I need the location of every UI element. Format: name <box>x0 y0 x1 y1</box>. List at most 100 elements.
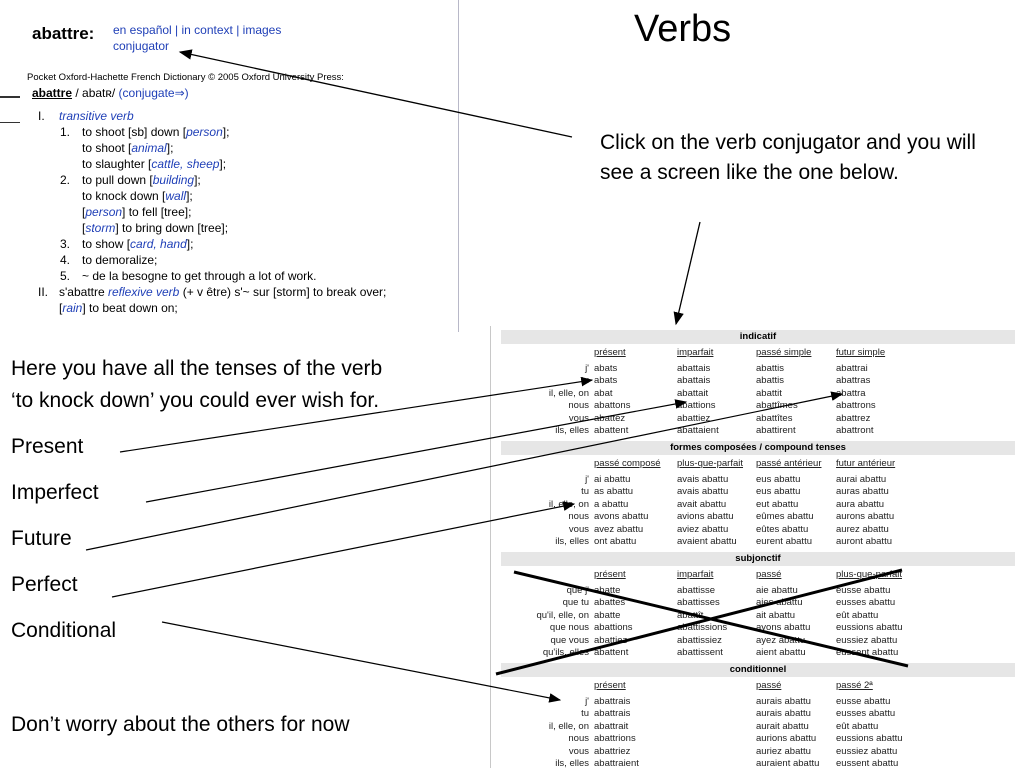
tense-column-header: présent <box>594 680 626 691</box>
conjugation-cell: abattes <box>594 597 626 609</box>
pronoun-cell: tu <box>581 486 589 498</box>
entry-word: abattre <box>32 86 73 100</box>
note-imperfect: Imperfect <box>11 481 99 504</box>
conjugation-cell: eusses abattu <box>836 708 896 720</box>
conjugation-cell: abats <box>594 375 618 387</box>
pronoun-cell: nous <box>568 400 589 412</box>
conjugate-link[interactable]: (conjugate⇒) <box>118 86 189 100</box>
tense-column-header: imparfait <box>677 347 714 358</box>
conjugation-cell: auras abattu <box>836 486 889 498</box>
sense-number: 2. <box>60 173 71 187</box>
sense-number: II. <box>38 285 49 299</box>
conjugation-cell: eût abattu <box>836 720 879 732</box>
conjugation-cell: auriez abattu <box>756 745 811 757</box>
sense-italic: person <box>186 125 223 139</box>
conjugation-cell: eûmes abattu <box>756 511 814 523</box>
sense-number: 5. <box>60 269 71 283</box>
sense-number: 1. <box>60 125 71 139</box>
pronoun-cell: vous <box>568 412 589 424</box>
conjugation-cell: eusse abattu <box>836 585 891 596</box>
conjugation-cell: eussions abattu <box>836 733 903 745</box>
conjugation-cell: abattrait <box>594 720 629 732</box>
pronoun-cell: nous <box>568 511 589 523</box>
sense-italic: rain <box>62 301 83 315</box>
sense-line: [storm] to bring down [tree]; <box>38 220 386 236</box>
subjunctive-cross-b <box>495 568 903 676</box>
conjugation-cell: abattrai <box>836 363 868 374</box>
sense-italic: building <box>152 173 195 187</box>
conjugation-cell: eûtes abattu <box>756 523 809 535</box>
conjugation-cell: abattraient <box>594 758 639 768</box>
conjugation-cell: abattrions <box>594 733 636 745</box>
sense-line: I.transitive verb <box>38 108 386 124</box>
sense-line: 1. to shoot [sb] down [person]; <box>38 124 386 140</box>
conjugation-cell: aurais abattu <box>756 696 811 707</box>
sense-text: [ <box>82 205 86 219</box>
sense-italic: card, hand <box>130 237 187 251</box>
conjugation-cell: avait abattu <box>677 498 727 510</box>
conjugation-cell: abattront <box>836 425 874 436</box>
conjugation-cell: abattîtes <box>756 412 793 424</box>
conjugation-cell: aurions abattu <box>756 733 817 745</box>
sense-number: I. <box>38 109 45 123</box>
conjugator-note: Click on the verb conjugator and you wil… <box>600 131 976 184</box>
conjugation-cell: abattis <box>756 375 784 387</box>
conjugation-cell: abattrais <box>594 696 631 707</box>
arrow-to-conjugator <box>178 49 573 138</box>
sense-end: ] to bring down [tree]; <box>115 221 229 235</box>
note-perfect: Perfect <box>11 573 78 596</box>
conjugation-cell: abattais <box>677 375 711 387</box>
tense-column-header: passé 2ª <box>836 680 873 691</box>
conjugation-cell: eut abattu <box>756 498 799 510</box>
conjugation-cell: abattiez <box>677 412 711 424</box>
sense-text: [ <box>82 221 86 235</box>
pronoun-cell: il, elle, on <box>548 720 589 732</box>
sense-number: 3. <box>60 237 71 251</box>
sense-italic: storm <box>85 221 116 235</box>
conjugation-cell: abatte <box>594 609 621 621</box>
sense-end: ]; <box>222 125 230 139</box>
conjugation-cell: eût abattu <box>836 609 879 621</box>
sense-text: to pull down [ <box>82 173 153 187</box>
note-line-2: ‘to knock down’ you could ever wish for. <box>11 389 380 412</box>
pronoun-cell: que nous <box>549 622 589 634</box>
conjugation-cell: abattra <box>836 387 866 399</box>
conjugation-cell: eussent abattu <box>836 647 899 658</box>
tense-column-header: présent <box>594 347 626 358</box>
sense-text: to slaughter [ <box>82 157 152 171</box>
conjugation-cell: a abattu <box>594 498 629 510</box>
pronoun-cell: ils, elles <box>555 758 589 768</box>
sense-italic: reflexive verb <box>107 285 180 299</box>
sense-end: (+ v être) s'~ sur [storm] to break over… <box>179 285 387 299</box>
tense-group-header: conditionnel <box>501 663 1015 677</box>
conjugation-cell: abattit <box>756 387 782 399</box>
sense-end: ]; <box>194 173 201 187</box>
language-links[interactable]: en español | in context | images <box>113 23 282 37</box>
sense-text: to show [ <box>82 237 131 251</box>
conjugation-cell: avaient abattu <box>677 536 737 547</box>
conjugation-cell: abattaient <box>677 425 719 436</box>
sense-text: to shoot [sb] down [ <box>82 125 187 139</box>
tense-group-header: indicatif <box>501 330 1015 344</box>
conjugation-cell: abattissiez <box>677 634 722 646</box>
pronoun-cell: j' <box>585 696 589 707</box>
slide-title: Verbs <box>634 8 732 50</box>
conjugator-link[interactable]: conjugator <box>113 39 170 53</box>
tense-column-header: plus-que-parfait <box>836 569 903 580</box>
conjugation-cell: eussiez abattu <box>836 745 898 757</box>
conjugation-cell: auront abattu <box>836 536 892 547</box>
conjugation-cell: eussent abattu <box>836 758 899 768</box>
conjugation-cell: aurez abattu <box>836 523 889 535</box>
sense-line: 4.to demoralize; <box>38 252 386 268</box>
conjugation-cell: aurai abattu <box>836 474 887 485</box>
conjugation-cell: aie abattu <box>756 585 798 596</box>
sense-end: ] to fell [tree]; <box>122 205 192 219</box>
